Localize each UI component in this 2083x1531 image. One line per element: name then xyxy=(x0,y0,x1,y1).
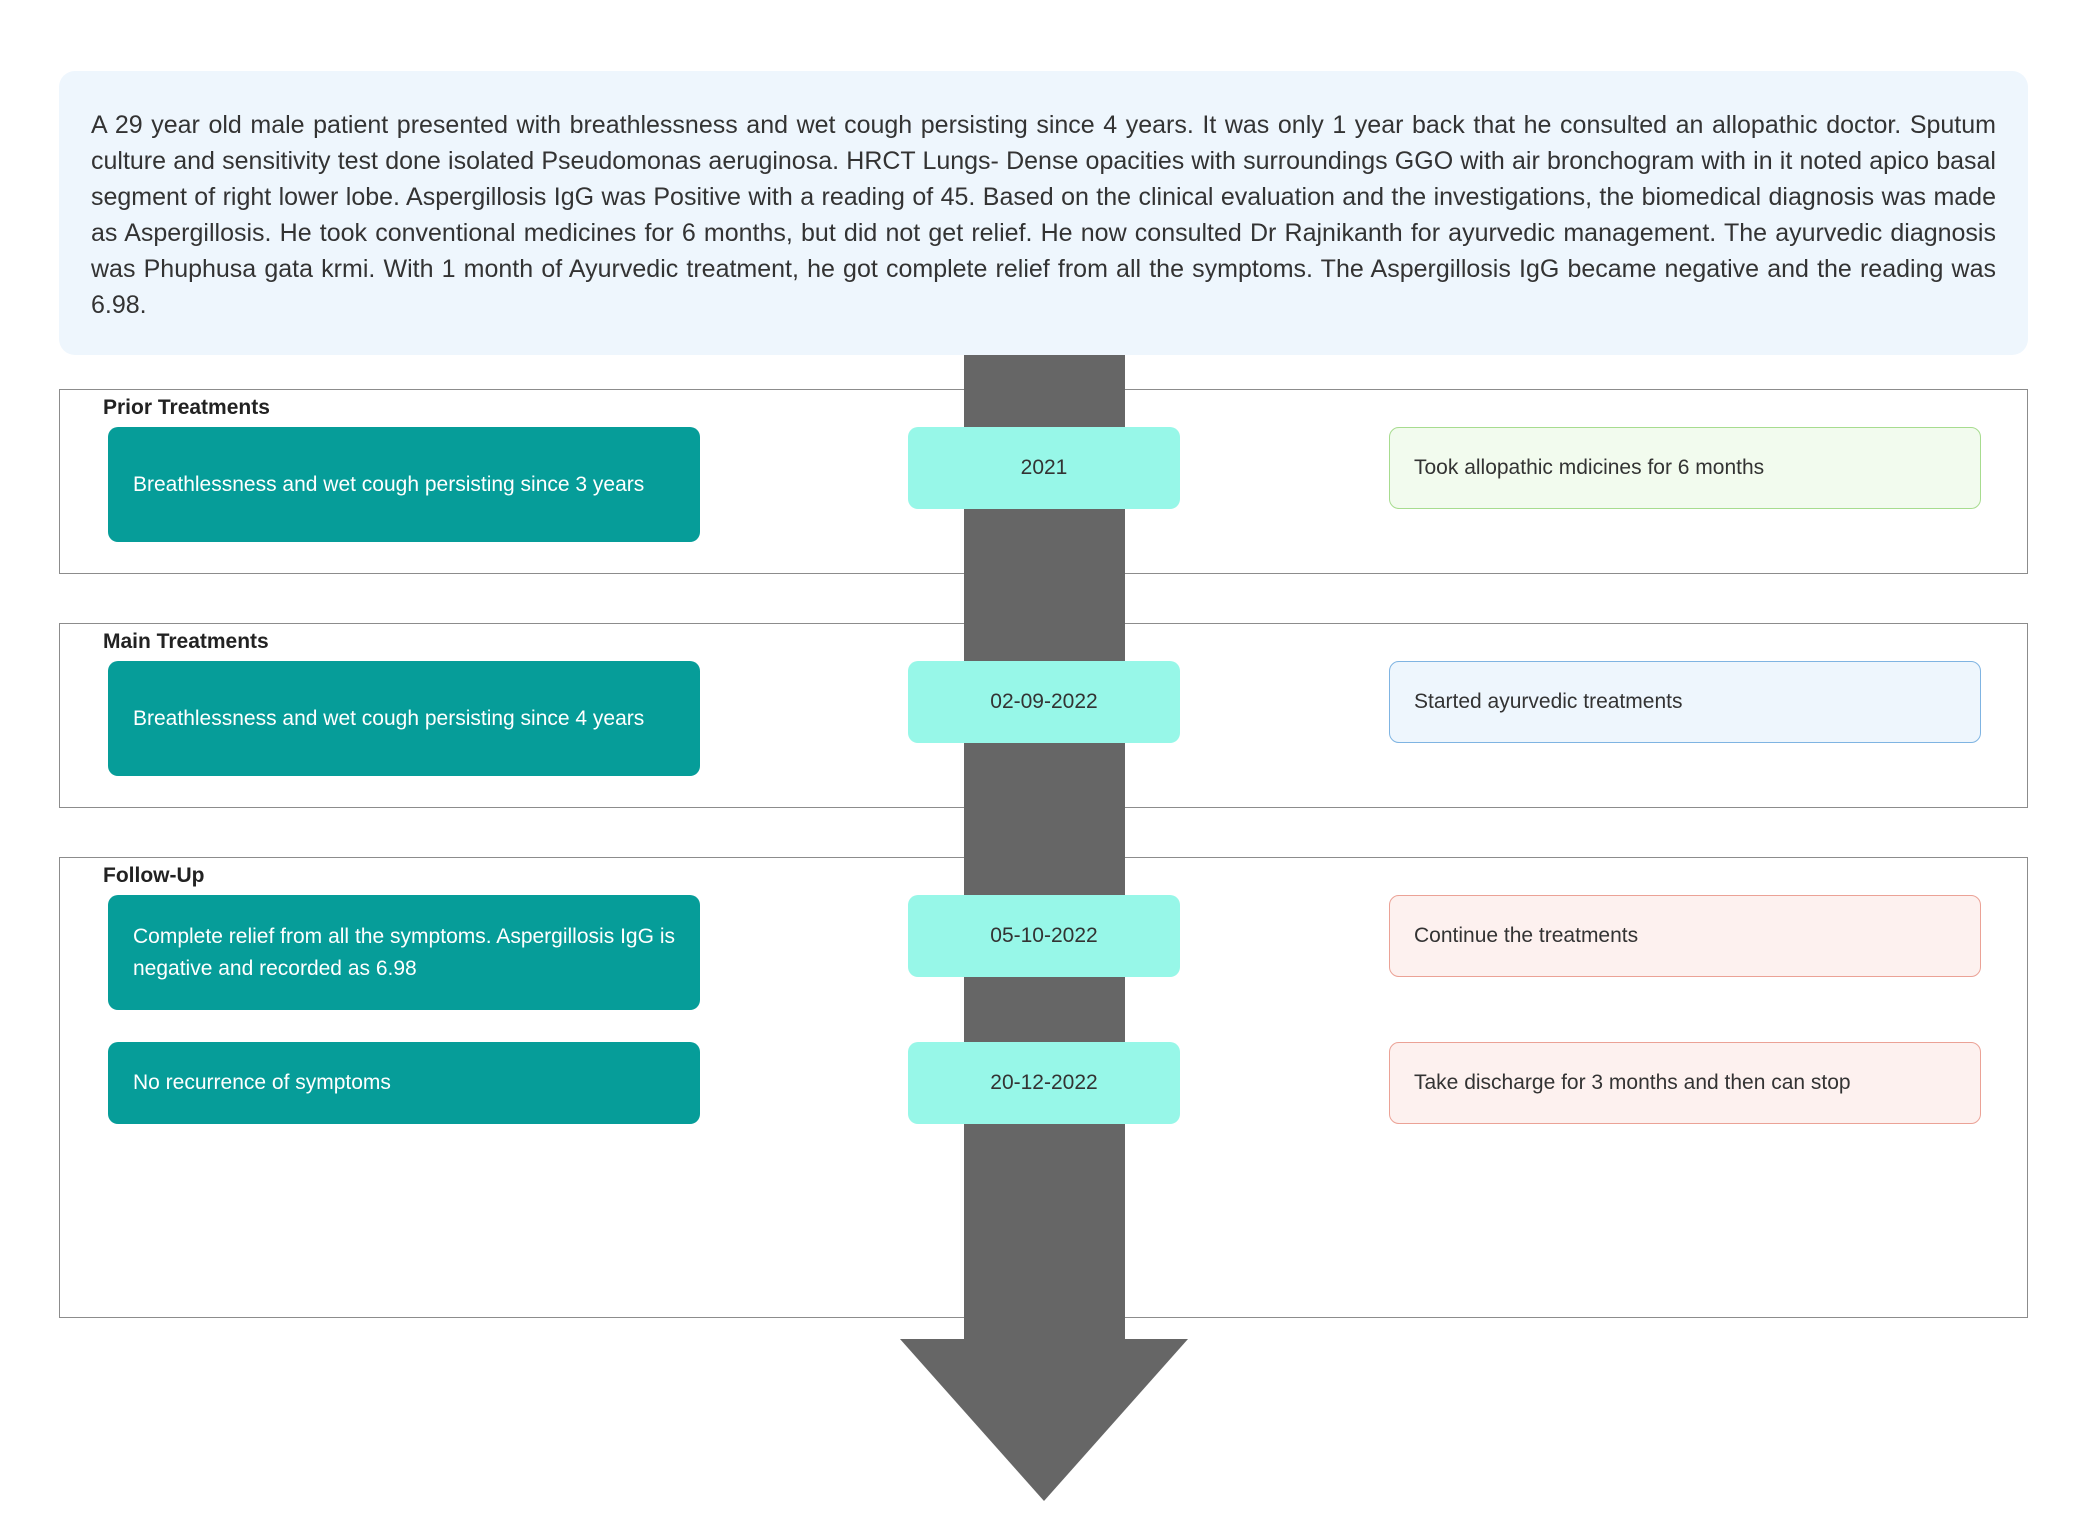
action-text: Started ayurvedic treatments xyxy=(1414,690,1683,713)
action-box: Take discharge for 3 months and then can… xyxy=(1389,1042,1981,1124)
condition-box: Complete relief from all the symptoms. A… xyxy=(108,895,700,1010)
date-box: 20-12-2022 xyxy=(908,1042,1180,1124)
action-box: Started ayurvedic treatments xyxy=(1389,661,1981,743)
date-box: 05-10-2022 xyxy=(908,895,1180,977)
date-text: 05-10-2022 xyxy=(990,924,1098,947)
condition-box: No recurrence of symptoms xyxy=(108,1042,700,1124)
timeline-arrow-head xyxy=(900,1339,1188,1501)
case-summary: A 29 year old male patient presented wit… xyxy=(59,71,2028,355)
action-box: Continue the treatments xyxy=(1389,895,1981,977)
condition-box: Breathlessness and wet cough persisting … xyxy=(108,427,700,542)
section-title-follow-up: Follow-Up xyxy=(103,864,205,887)
condition-text: Complete relief from all the symptoms. A… xyxy=(133,924,675,980)
section-title-main-treatments: Main Treatments xyxy=(103,630,269,653)
date-box: 2021 xyxy=(908,427,1180,509)
section-title-prior-treatments: Prior Treatments xyxy=(103,396,270,419)
condition-text: No recurrence of symptoms xyxy=(133,1071,391,1094)
condition-text: Breathlessness and wet cough persisting … xyxy=(133,472,645,496)
date-text: 20-12-2022 xyxy=(990,1071,1098,1094)
timeline-arrow-shaft xyxy=(964,355,1125,1340)
date-box: 02-09-2022 xyxy=(908,661,1180,743)
date-text: 2021 xyxy=(1020,456,1068,479)
action-text: Took allopathic mdicines for 6 months xyxy=(1414,456,1765,479)
action-text: Continue the treatments xyxy=(1414,924,1639,947)
date-text: 02-09-2022 xyxy=(990,690,1098,713)
condition-text: Breathlessness and wet cough persisting … xyxy=(133,706,645,730)
action-text: Take discharge for 3 months and then can… xyxy=(1414,1071,1851,1094)
condition-box: Breathlessness and wet cough persisting … xyxy=(108,661,700,776)
action-box: Took allopathic mdicines for 6 months xyxy=(1389,427,1981,509)
